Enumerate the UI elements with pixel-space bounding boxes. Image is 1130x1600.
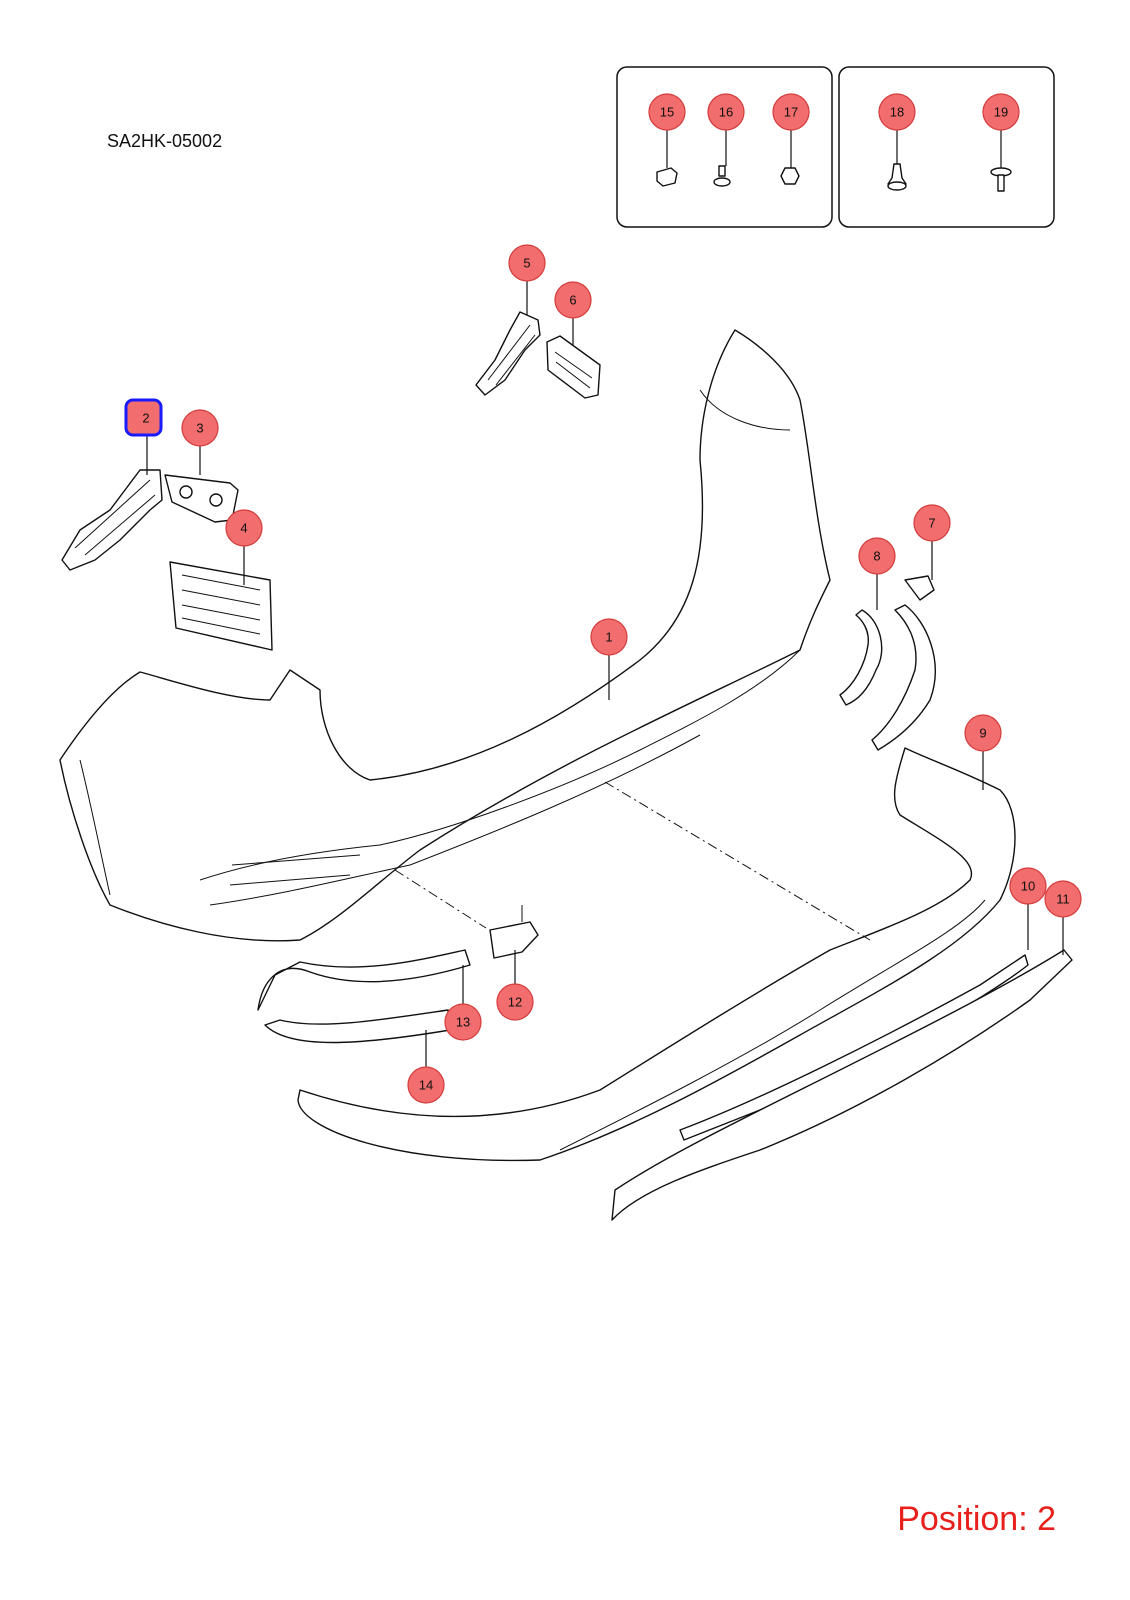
callout-16[interactable]: 16: [707, 93, 745, 166]
callout-6-label: 6: [569, 293, 576, 308]
fastener-18-push-clip: [887, 163, 907, 191]
callout-19-label: 19: [994, 105, 1008, 120]
callout-8-label: 8: [873, 549, 880, 564]
callout-1[interactable]: 1: [590, 618, 628, 700]
callout-3[interactable]: 3: [181, 409, 219, 475]
part-3-bracket: [164, 474, 239, 523]
callout-7[interactable]: 7: [913, 504, 951, 580]
fastener-box-right: [838, 66, 1055, 228]
part-5-bracket: [475, 311, 541, 396]
callout-7-label: 7: [928, 516, 935, 531]
callout-2-label: 2: [142, 411, 149, 426]
callout-5[interactable]: 5: [508, 244, 546, 315]
part-12-reflector: [489, 905, 539, 959]
callout-12-label: 12: [508, 995, 522, 1010]
part-13-moulding: [257, 949, 471, 1011]
callout-3-label: 3: [196, 421, 203, 436]
callout-4-label: 4: [240, 521, 247, 536]
part-4-vent: [169, 561, 273, 651]
part-9-lower-valance: [297, 747, 1016, 1162]
callout-4[interactable]: 4: [225, 509, 263, 585]
part-7-side-trim: [871, 575, 936, 751]
callout-13[interactable]: 13: [444, 965, 482, 1041]
fastener-19-screw: [990, 167, 1012, 192]
part-14-moulding: [264, 1009, 451, 1044]
callout-12[interactable]: 12: [496, 950, 534, 1021]
callout-17-label: 17: [784, 105, 798, 120]
part-1-bumper-cover: [59, 329, 831, 942]
callout-18-label: 18: [890, 105, 904, 120]
callout-16-label: 16: [719, 105, 733, 120]
callout-5-label: 5: [523, 256, 530, 271]
position-label: Position: 2: [897, 1500, 1056, 1538]
callout-10-label: 10: [1021, 879, 1035, 894]
callout-15-label: 15: [660, 105, 674, 120]
part-11-skid-plate: [611, 949, 1073, 1221]
callout-18[interactable]: 18: [878, 93, 916, 164]
fastener-box-left: [616, 66, 833, 228]
callout-14-label: 14: [419, 1078, 433, 1093]
part-2-bracket: [61, 469, 163, 571]
callout-15[interactable]: 15: [648, 93, 686, 168]
callout-11-label: 11: [1056, 892, 1070, 907]
fastener-17-nut: [780, 167, 800, 185]
diagram-code: SA2HK-05002: [107, 131, 223, 151]
callout-11[interactable]: 11: [1044, 880, 1082, 955]
selected-callout-outline: [124, 398, 163, 437]
fastener-15-clip: [656, 167, 678, 187]
callout-14[interactable]: 14: [407, 1030, 445, 1104]
callout-13-label: 13: [456, 1015, 470, 1030]
callout-2[interactable]: 2: [124, 398, 163, 475]
callout-6[interactable]: 6: [554, 281, 592, 345]
callout-19[interactable]: 19: [982, 93, 1020, 168]
callout-1-label: 1: [605, 630, 612, 645]
part-8-trim: [839, 609, 883, 706]
callout-8[interactable]: 8: [858, 537, 896, 610]
callout-10[interactable]: 10: [1009, 867, 1047, 950]
callout-9-label: 9: [979, 726, 986, 741]
part-6-bracket: [546, 335, 601, 399]
callout-9[interactable]: 9: [964, 714, 1002, 790]
fastener-16-bolt: [713, 165, 731, 187]
callout-17[interactable]: 17: [772, 93, 810, 168]
